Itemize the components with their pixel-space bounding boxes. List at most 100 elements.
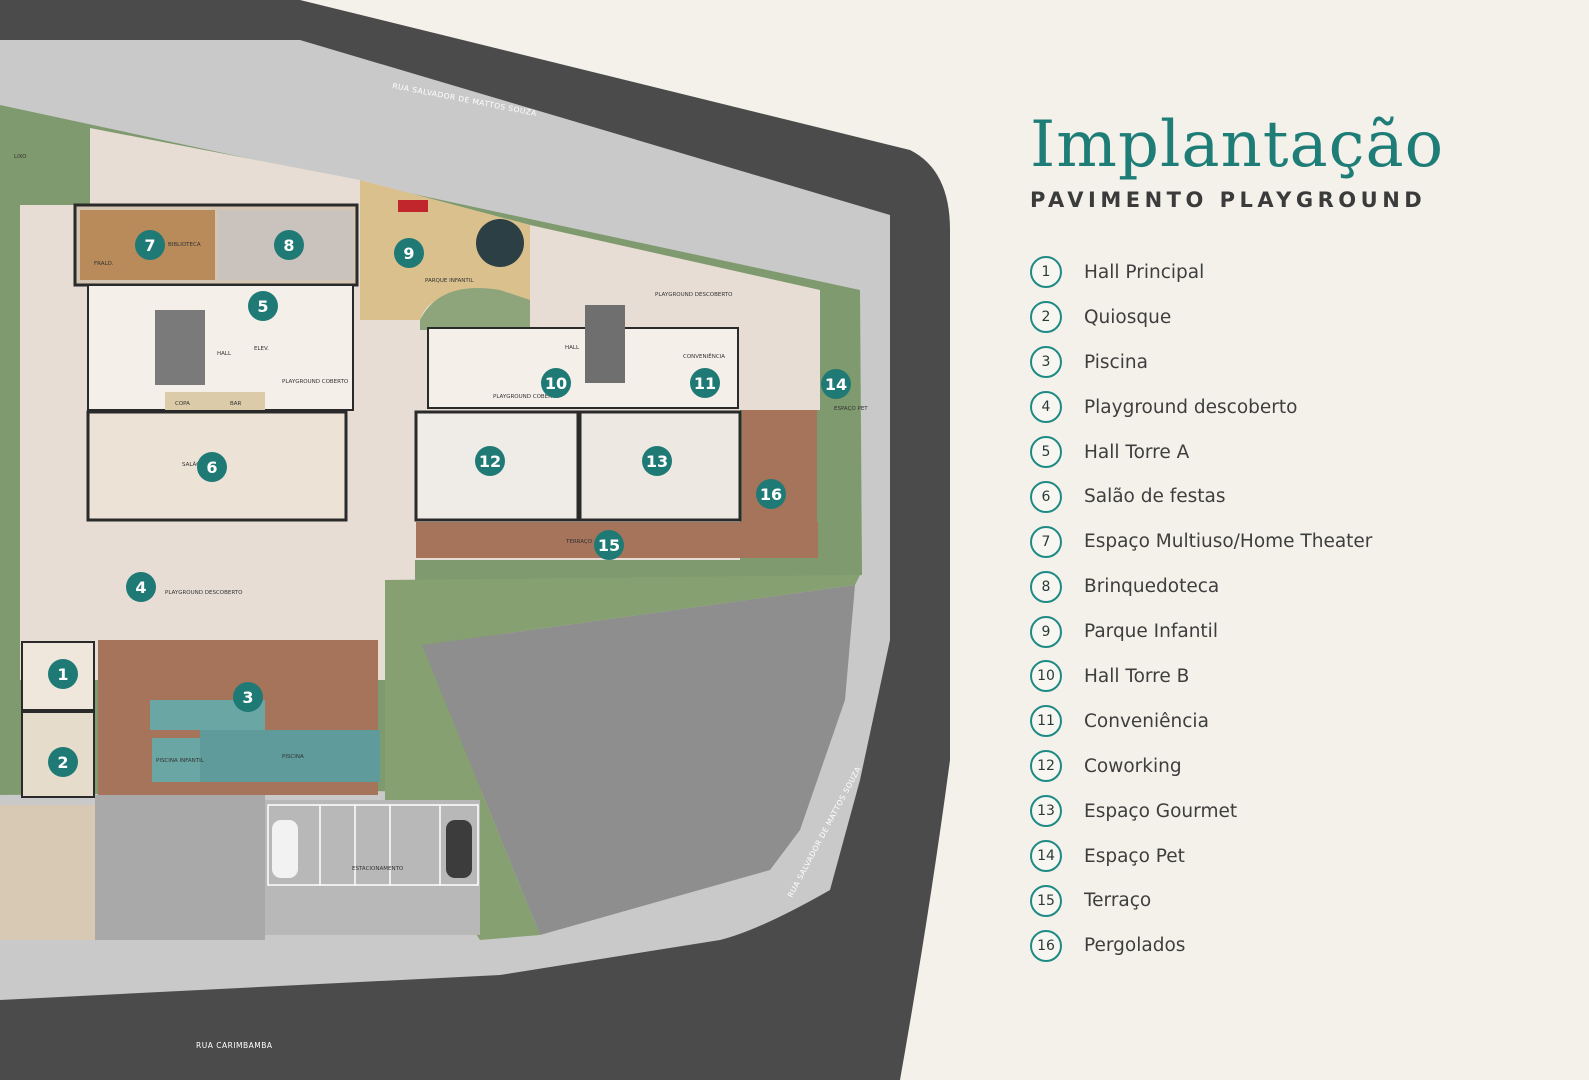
svg-text:4: 4 (135, 578, 146, 597)
legend-number: 16 (1030, 929, 1062, 962)
map-marker-13[interactable]: 13 (642, 446, 672, 476)
kids-pool (152, 738, 200, 782)
legend-label: Hall Torre A (1084, 441, 1190, 463)
tower-a-hall (87, 284, 354, 411)
svg-text:14: 14 (825, 375, 847, 394)
legend-number: 4 (1030, 391, 1062, 424)
label-salao: SALÃO (182, 461, 201, 468)
svg-text:3: 3 (242, 688, 253, 707)
legend-number: 12 (1030, 750, 1062, 783)
car-dark (446, 820, 472, 878)
legend-number: 15 (1030, 884, 1062, 917)
legend-label: Quiosque (1084, 306, 1172, 328)
page-subtitle: PAVIMENTO PLAYGROUND (1030, 188, 1427, 212)
label-fralda: FRALD. (94, 261, 114, 267)
legend-label: Hall Principal (1084, 261, 1205, 283)
label-piscina-infantil: PISCINA INFANTIL (156, 758, 205, 764)
svg-text:6: 6 (206, 458, 217, 477)
legend-number: 11 (1030, 705, 1062, 738)
legend-number: 1 (1030, 256, 1062, 289)
map-marker-2[interactable]: 2 (48, 747, 78, 777)
legend-label: Parque Infantil (1084, 621, 1218, 643)
svg-text:11: 11 (694, 374, 716, 393)
map-marker-11[interactable]: 11 (690, 368, 720, 398)
svg-text:9: 9 (403, 244, 414, 263)
legend-number: 2 (1030, 301, 1062, 334)
svg-text:10: 10 (545, 374, 567, 393)
label-playground-desc-n: PLAYGROUND DESCOBERTO (655, 292, 733, 298)
label-elev: ELEV. (254, 346, 269, 352)
label-piscina: PISCINA (282, 754, 304, 760)
map-marker-16[interactable]: 16 (756, 479, 786, 509)
svg-text:8: 8 (283, 236, 294, 255)
map-marker-9[interactable]: 9 (394, 238, 424, 268)
svg-text:2: 2 (57, 753, 68, 772)
map-marker-8[interactable]: 8 (274, 230, 304, 260)
legend-label: Espaço Pet (1084, 845, 1185, 867)
map-marker-15[interactable]: 15 (594, 530, 624, 560)
map-marker-6[interactable]: 6 (197, 452, 227, 482)
label-copa: COPA (175, 401, 190, 407)
parque-infantil (360, 180, 530, 320)
legend-label: Coworking (1084, 755, 1182, 777)
legend-item[interactable]: 13 Espaço Gourmet (1030, 789, 1550, 834)
bar-counter (165, 392, 265, 410)
legend-label: Espaço Multiuso/Home Theater (1084, 531, 1373, 553)
slide (398, 200, 428, 212)
label-coberto-a: PLAYGROUND COBERTO (282, 379, 349, 385)
legend-item[interactable]: 6 Salão de festas (1030, 474, 1550, 519)
map-marker-1[interactable]: 1 (48, 659, 78, 689)
legend-label: Espaço Gourmet (1084, 800, 1238, 822)
parque-grass (420, 288, 530, 330)
legend-item[interactable]: 15 Terraço (1030, 878, 1550, 923)
legend-label: Terraço (1084, 890, 1152, 912)
map-marker-3[interactable]: 3 (233, 682, 263, 712)
lawn-strip (385, 575, 860, 940)
map-marker-12[interactable]: 12 (475, 446, 505, 476)
svg-text:13: 13 (646, 452, 668, 471)
legend-item[interactable]: 2 Quiosque (1030, 295, 1550, 340)
legend-number: 7 (1030, 525, 1062, 558)
label-espaco-pet: ESPAÇO PET (834, 406, 868, 412)
label-lixo: LIXO (14, 154, 27, 160)
legend-item[interactable]: 10 Hall Torre B (1030, 654, 1550, 699)
legend-number: 3 (1030, 346, 1062, 379)
legend-number: 13 (1030, 795, 1062, 828)
svg-text:7: 7 (144, 236, 155, 255)
car-white (272, 820, 298, 878)
svg-text:1: 1 (57, 665, 68, 684)
map-marker-14[interactable]: 14 (821, 369, 851, 399)
map-marker-7[interactable]: 7 (135, 230, 165, 260)
parking-spots (267, 804, 479, 886)
map-marker-10[interactable]: 10 (541, 368, 571, 398)
label-bar: BAR (230, 401, 242, 407)
legend-label: Conveniência (1084, 710, 1209, 732)
legend-number: 10 (1030, 660, 1062, 693)
legend-item[interactable]: 3 Piscina (1030, 340, 1550, 385)
legend-label: Piscina (1084, 351, 1148, 373)
label-estacionamento: ESTACIONAMENTO (352, 866, 404, 872)
label-terraco: TERRAÇO (565, 539, 593, 545)
legend-item[interactable]: 12 Coworking (1030, 744, 1550, 789)
stair-core-b (585, 305, 625, 383)
legend-item[interactable]: 7 Espaço Multiuso/Home Theater (1030, 519, 1550, 564)
street-south: RUA CARIMBAMBA (196, 1041, 273, 1050)
map-marker-4[interactable]: 4 (126, 572, 156, 602)
legend-label: Salão de festas (1084, 486, 1226, 508)
legend-number: 8 (1030, 570, 1062, 603)
label-playground-desc-s: PLAYGROUND DESCOBERTO (165, 590, 243, 596)
legend-number: 6 (1030, 480, 1062, 513)
tower-b-hall (427, 327, 739, 409)
legend-item[interactable]: 1 Hall Principal (1030, 250, 1550, 295)
legend-label: Hall Torre B (1084, 665, 1190, 687)
label-conveniencia: CONVENIÊNCIA (683, 352, 725, 360)
legend-item[interactable]: 11 Conveniência (1030, 699, 1550, 744)
map-marker-5[interactable]: 5 (248, 291, 278, 321)
